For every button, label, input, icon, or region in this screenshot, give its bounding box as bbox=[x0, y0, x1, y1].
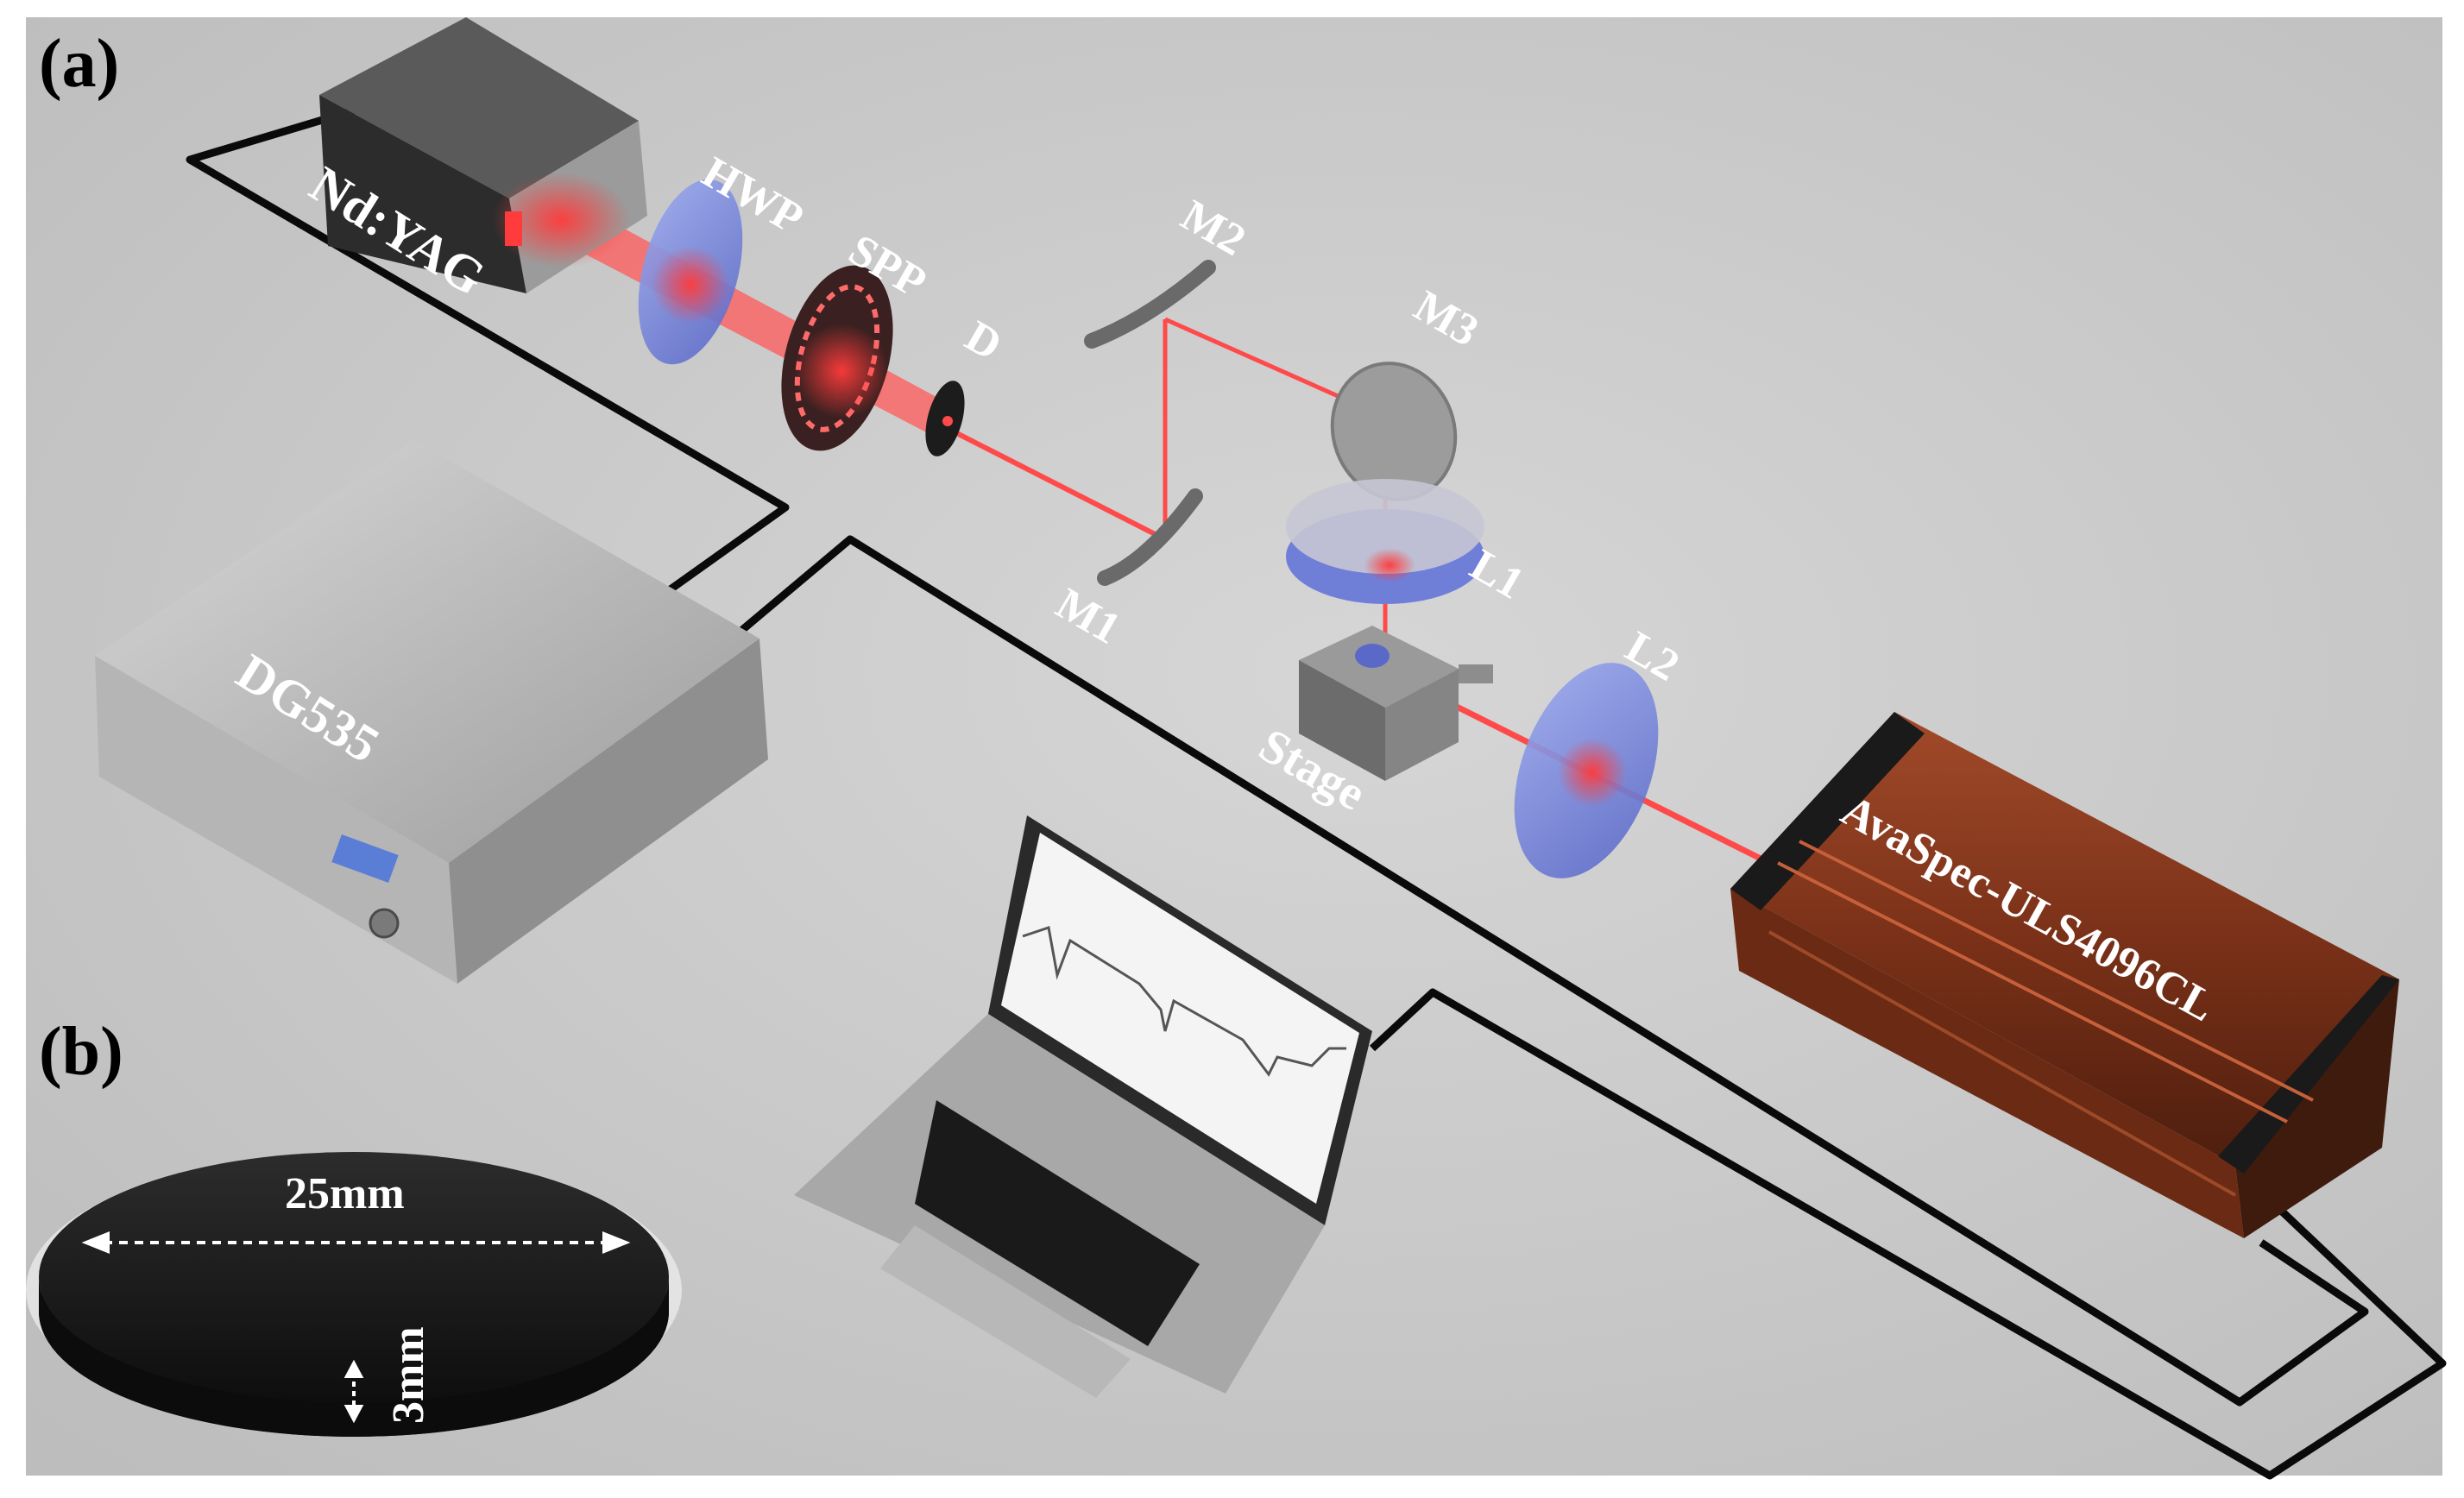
lens-l2-icon bbox=[1514, 663, 1659, 878]
mirror-m2-icon bbox=[1084, 260, 1216, 349]
label-thickness: 3mm bbox=[384, 1326, 433, 1424]
cable-trigger bbox=[186, 104, 790, 603]
diaphragm-icon bbox=[925, 381, 965, 456]
panel-label-a: (a) bbox=[39, 26, 119, 102]
laptop-icon bbox=[794, 815, 1372, 1398]
label-diameter: 25mm bbox=[285, 1169, 405, 1218]
spectrometer-icon bbox=[1730, 712, 2399, 1238]
hwp-waveplate-icon bbox=[638, 179, 743, 365]
spp-phase-plate-icon bbox=[781, 265, 893, 451]
translation-stage-icon bbox=[1299, 626, 1493, 781]
dimension-arrows bbox=[81, 1231, 631, 1424]
lens-l1-icon bbox=[1286, 479, 1484, 604]
cable-usb bbox=[1369, 988, 2447, 1480]
cable-to-spectrometer bbox=[740, 535, 2369, 1407]
mirror-m1-icon bbox=[1097, 488, 1203, 586]
laser-head-icon bbox=[319, 17, 647, 293]
panel-label-b: (b) bbox=[39, 1014, 123, 1090]
sample-disk-icon bbox=[26, 1152, 682, 1437]
instrument-box-icon bbox=[95, 440, 768, 984]
